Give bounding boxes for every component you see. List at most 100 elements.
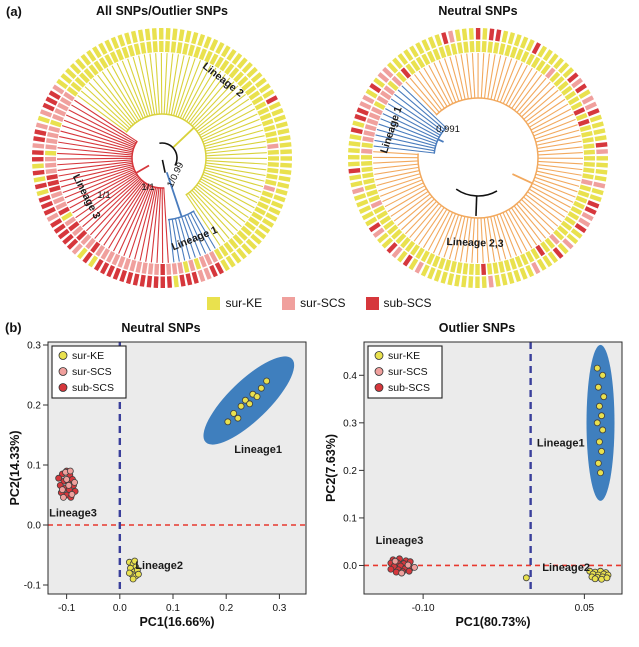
sample-tile — [68, 221, 80, 232]
sample-tile — [488, 28, 495, 41]
sample-tile — [405, 63, 416, 75]
sample-tile — [32, 150, 44, 156]
sample-tile — [587, 108, 600, 117]
sample-tile — [133, 43, 141, 56]
sample-tile — [135, 261, 143, 273]
sample-tile — [420, 264, 430, 277]
sample-tile — [144, 28, 151, 41]
x-tick-label: 0.2 — [219, 603, 233, 614]
legend-label: sub-SCS — [72, 382, 114, 394]
legend-marker — [374, 383, 384, 392]
sample-tile — [262, 89, 275, 99]
cluster-annotation: Lineage3 — [376, 535, 424, 547]
sample-tile — [558, 62, 570, 74]
sample-tile — [123, 258, 131, 270]
branch-spokes — [372, 52, 584, 264]
sample-tile — [214, 262, 224, 275]
sample-tile — [494, 274, 501, 287]
sample-tile — [106, 265, 116, 278]
sample-tile — [520, 50, 530, 63]
sample-tile — [251, 95, 264, 106]
sample-tile — [198, 48, 207, 61]
sample-tile — [365, 216, 378, 227]
sample-tile — [52, 84, 65, 95]
sample-tile — [377, 72, 390, 83]
panel-border — [47, 341, 307, 595]
sample-tile — [351, 186, 365, 195]
sample-tile — [60, 73, 73, 85]
sample-tile — [525, 53, 535, 66]
sample-tile — [265, 95, 278, 105]
sample-tile — [65, 68, 77, 80]
sample-tile — [481, 276, 487, 288]
sample-tile — [348, 167, 361, 174]
sample-tile — [82, 251, 93, 264]
sample-tile — [117, 255, 126, 268]
sample-tile — [237, 75, 249, 87]
sample-tile — [56, 78, 69, 90]
sample-tile — [45, 168, 58, 175]
sample-tile — [164, 41, 170, 53]
sample-tile — [245, 85, 257, 96]
sample-tile — [408, 258, 419, 271]
y-tick-label: 0.0 — [343, 561, 357, 572]
legend-label: sur-KE — [72, 350, 104, 362]
sample-tile — [595, 142, 608, 148]
sample-tile — [32, 169, 45, 176]
sample-tile — [124, 32, 132, 45]
pca-point — [63, 475, 71, 483]
sample-tile — [403, 49, 414, 62]
sample-tile — [264, 179, 277, 186]
sample-tile — [462, 263, 469, 275]
pca-point — [253, 393, 261, 400]
sample-tile — [193, 257, 202, 270]
sample-tile — [593, 181, 606, 189]
sample-tile — [179, 274, 186, 287]
sample-tile — [203, 267, 212, 280]
sample-tile — [531, 42, 541, 55]
sample-tile — [241, 243, 253, 255]
sample-tile — [507, 271, 515, 284]
sample-tile — [365, 88, 378, 99]
sample-tile — [56, 102, 69, 112]
sample-tile — [35, 122, 49, 130]
color-legend: sur-KE sur-SCS sub-SCS — [0, 296, 639, 310]
sample-tile — [504, 44, 512, 57]
sample-tile — [50, 119, 62, 128]
sample-tile — [348, 147, 360, 154]
sample-tile — [37, 115, 50, 124]
sur-scs-label: sur-SCS — [300, 296, 346, 310]
sample-tile — [391, 228, 403, 240]
sample-tile — [191, 271, 199, 284]
sample-tile — [279, 169, 292, 175]
sample-tile — [595, 168, 608, 175]
sample-tile — [72, 225, 84, 237]
sample-tile — [481, 41, 487, 53]
sample-tile — [171, 28, 178, 41]
sample-tile — [438, 257, 446, 270]
pca-points — [387, 364, 612, 583]
sample-tile — [98, 42, 108, 55]
sample-tile — [368, 112, 381, 121]
legend-item-sub-scs: sub-SCS — [365, 296, 432, 310]
sample-tile — [254, 206, 267, 216]
sample-tile — [509, 46, 518, 59]
sample-tile — [547, 251, 559, 264]
sample-tile — [361, 210, 375, 221]
pca-point — [66, 467, 74, 475]
sample-tile — [561, 85, 573, 96]
sample-tile — [42, 102, 55, 112]
sample-tile — [273, 194, 286, 203]
sample-tile — [241, 80, 253, 92]
y-tick-label: 0.2 — [27, 401, 41, 412]
root-arc — [159, 142, 178, 166]
sample-tile — [33, 176, 46, 183]
sample-tile — [173, 275, 179, 288]
sample-tile — [515, 48, 524, 61]
sample-tile — [366, 118, 379, 126]
sample-tile — [278, 175, 291, 182]
sample-tile — [594, 135, 607, 142]
sample-tile — [278, 135, 291, 142]
sample-tile — [444, 259, 452, 272]
